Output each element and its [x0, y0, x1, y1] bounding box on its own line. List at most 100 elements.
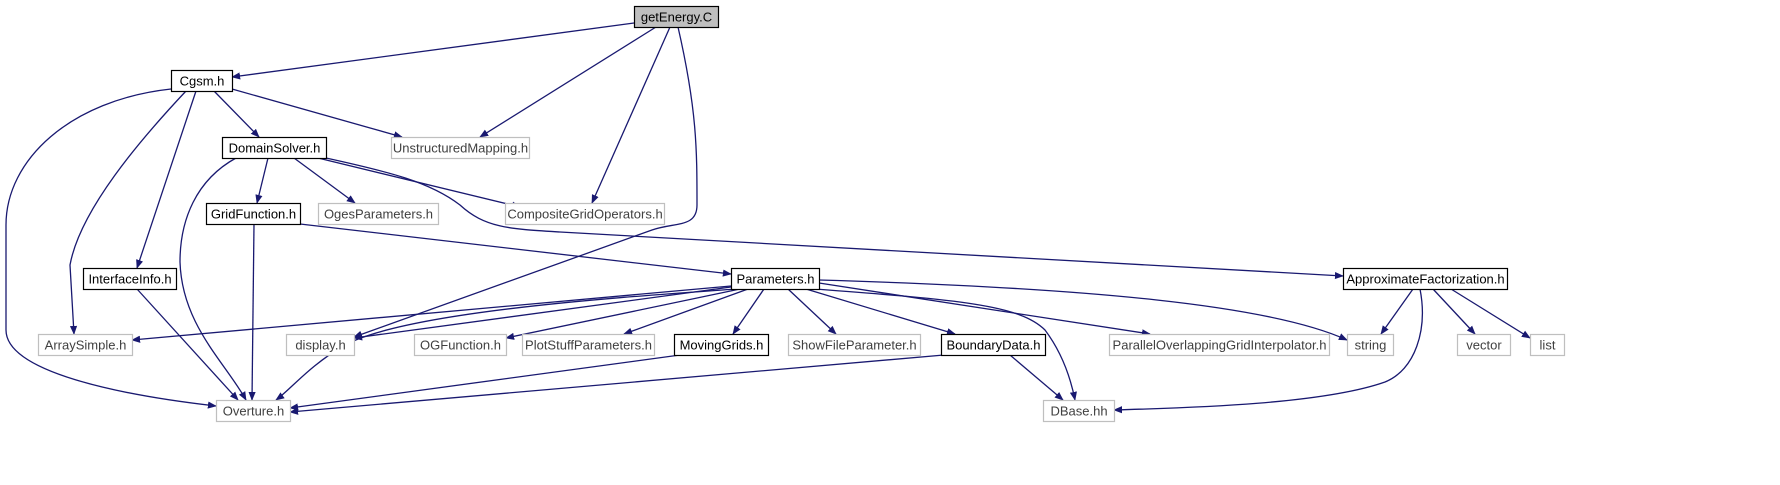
node-Overture: Overture.h [215, 399, 292, 423]
edge-layer [5, 22, 1531, 415]
node-label: ApproximateFactorization.h [1346, 272, 1504, 287]
node-label: PlotStuffParameters.h [525, 338, 652, 353]
edge-Cgsm-to-InterfaceInfo [136, 90, 197, 269]
node-MovingGrids[interactable]: MovingGrids.h [673, 333, 770, 357]
node-box [205, 202, 302, 226]
node-box [285, 333, 356, 357]
node-box [730, 267, 821, 291]
edge-Parameters-to-ParallelOverlappingGridInterpolator [818, 282, 1151, 337]
node-label: vector [1466, 338, 1502, 353]
edge-DomainSolver-to-ApproximateFactorization [325, 157, 1344, 280]
node-label: MovingGrids.h [680, 338, 764, 353]
node-vector: vector [1456, 333, 1512, 357]
edge-Parameters-to-ShowFileParameter [787, 288, 837, 335]
edge-Parameters-to-ArraySimple [131, 285, 732, 343]
node-box [317, 202, 440, 226]
edge-Parameters-to-display [353, 286, 732, 341]
node-box [413, 333, 508, 357]
node-OgesParameters: OgesParameters.h [317, 202, 440, 226]
node-box [1456, 333, 1512, 357]
edge-Parameters-to-string [818, 279, 1348, 341]
node-box [221, 136, 328, 160]
node-label: OGFunction.h [420, 338, 501, 353]
edge-Parameters-to-DBase [814, 288, 1077, 401]
node-label: ShowFileParameter.h [792, 338, 916, 353]
node-label: display.h [295, 338, 345, 353]
node-Parameters[interactable]: Parameters.h [730, 267, 821, 291]
edge-getEnergy-to-display [353, 26, 698, 338]
node-Cgsm[interactable]: Cgsm.h [170, 69, 234, 93]
node-box [1346, 333, 1395, 357]
edge-DomainSolver-to-OgesParameters [293, 157, 356, 204]
node-box [1108, 333, 1331, 357]
node-DBase: DBase.hh [1042, 399, 1116, 423]
node-box [82, 267, 178, 291]
edge-GridFunction-to-Parameters [299, 223, 732, 277]
node-ApproximateFactorization[interactable]: ApproximateFactorization.h [1342, 267, 1509, 291]
edge-Parameters-to-PlotStuffParameters [623, 288, 749, 335]
node-display: display.h [285, 333, 356, 357]
node-label: getEnergy.C [641, 10, 712, 25]
node-label: Parameters.h [736, 272, 814, 287]
node-label: DBase.hh [1050, 404, 1107, 419]
node-box [521, 333, 656, 357]
node-UnstructuredMapping: UnstructuredMapping.h [390, 136, 531, 160]
node-InterfaceInfo[interactable]: InterfaceInfo.h [82, 267, 178, 291]
node-label: UnstructuredMapping.h [393, 141, 528, 156]
node-label: GridFunction.h [211, 207, 296, 222]
node-box [215, 399, 292, 423]
edge-ApproximateFactorization-to-vector [1432, 288, 1476, 335]
node-box [170, 69, 234, 93]
edge-ApproximateFactorization-to-list [1450, 288, 1531, 339]
edge-getEnergy-to-UnstructuredMapping [479, 26, 657, 138]
node-box [787, 333, 922, 357]
node-label: DomainSolver.h [229, 141, 321, 156]
edge-Cgsm-to-DomainSolver [213, 90, 260, 138]
node-box [1529, 333, 1566, 357]
node-ShowFileParameter: ShowFileParameter.h [787, 333, 922, 357]
node-label: string [1355, 338, 1387, 353]
node-label: ArraySimple.h [45, 338, 127, 353]
node-ArraySimple: ArraySimple.h [37, 333, 134, 357]
edge-Cgsm-to-UnstructuredMapping [231, 88, 403, 139]
node-list: list [1529, 333, 1566, 357]
node-box [1042, 399, 1116, 423]
node-OGFunction: OGFunction.h [413, 333, 508, 357]
node-label: Overture.h [223, 404, 284, 419]
edge-BoundaryData-to-DBase [1009, 354, 1064, 401]
edge-MovingGrids-to-Overture [289, 354, 681, 411]
edge-DomainSolver-to-Overture [179, 157, 247, 401]
edge-getEnergy-to-Cgsm [231, 22, 635, 80]
node-box [673, 333, 770, 357]
node-label: BoundaryData.h [947, 338, 1041, 353]
node-PlotStuffParameters: PlotStuffParameters.h [521, 333, 656, 357]
node-box [504, 202, 666, 226]
node-string: string [1346, 333, 1395, 357]
edge-Cgsm-to-ArraySimple [69, 90, 187, 335]
edge-Parameters-to-BoundaryData [805, 288, 956, 336]
node-box [390, 136, 531, 160]
node-label: InterfaceInfo.h [88, 272, 171, 287]
edge-InterfaceInfo-to-Overture [136, 288, 239, 401]
node-getEnergy[interactable]: getEnergy.C [633, 5, 720, 29]
edge-Parameters-to-OGFunction [505, 288, 741, 340]
node-box [633, 5, 720, 29]
node-GridFunction[interactable]: GridFunction.h [205, 202, 302, 226]
edge-Cgsm-to-Overture [5, 88, 217, 409]
edge-Parameters-to-Overture [275, 288, 737, 401]
node-box [37, 333, 134, 357]
node-label: CompositeGridOperators.h [507, 207, 662, 222]
node-BoundaryData[interactable]: BoundaryData.h [940, 333, 1047, 357]
edge-getEnergy-to-CompositeGridOperators [591, 26, 671, 204]
node-box [1342, 267, 1509, 291]
node-box [940, 333, 1047, 357]
node-DomainSolver[interactable]: DomainSolver.h [221, 136, 328, 160]
edge-GridFunction-to-Overture [248, 223, 256, 401]
edge-ApproximateFactorization-to-string [1380, 288, 1414, 335]
node-label: OgesParameters.h [324, 207, 433, 222]
node-label: ParallelOverlappingGridInterpolator.h [1113, 338, 1327, 353]
node-ParallelOverlappingGridInterpolator: ParallelOverlappingGridInterpolator.h [1108, 333, 1331, 357]
edge-BoundaryData-to-Overture [289, 354, 945, 415]
